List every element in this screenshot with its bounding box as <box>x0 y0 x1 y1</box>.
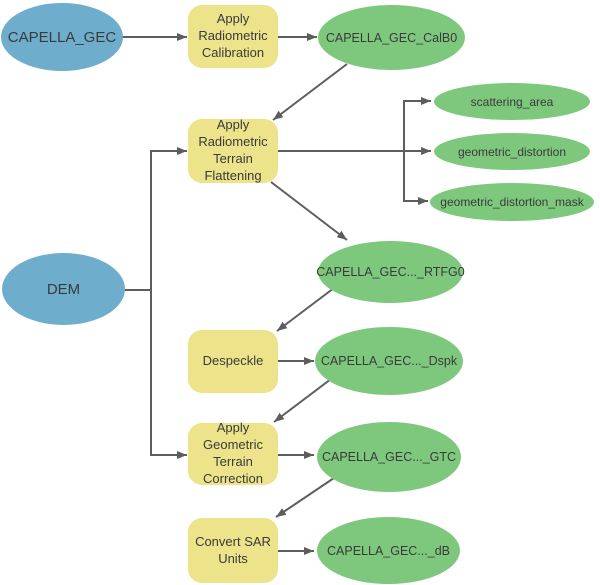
node-capella-gec-gtc-label: CAPELLA_GEC..._GTC <box>321 450 457 464</box>
edge-dspk-to-geocorrection <box>273 378 332 423</box>
node-apply-geometric-terrain-correction-label: Apply Geometric Terrain Correction <box>203 420 263 486</box>
node-capella-gec-gtc[interactable]: CAPELLA_GEC..._GTC <box>317 422 461 492</box>
node-apply-geometric-terrain-correction[interactable]: Apply Geometric Terrain Correction <box>188 420 278 486</box>
node-capella-gec-calb0[interactable]: CAPELLA_GEC_CalB0 <box>318 5 465 70</box>
edge-flattening-to-rtfg0 <box>270 181 348 241</box>
node-scattering-area-label: scattering_area <box>470 94 554 109</box>
node-geometric-distortion-mask[interactable]: geometric_distortion_mask <box>430 183 594 221</box>
node-capella-gec[interactable]: CAPELLA_GEC <box>1 3 123 71</box>
node-geometric-distortion-mask-label: geometric_distortion_mask <box>440 195 584 209</box>
node-apply-radiometric-terrain-flattening[interactable]: Apply Radiometric Terrain Flattening <box>188 117 278 183</box>
node-capella-gec-rtfg0[interactable]: CAPELLA_GEC..._RTFG0 <box>316 241 465 303</box>
node-capella-gec-label: CAPELLA_GEC <box>7 28 117 46</box>
node-capella-gec-db[interactable]: CAPELLA_GEC..._dB <box>317 517 460 584</box>
edge-calb0-to-flattening <box>272 63 348 121</box>
node-apply-radiometric-calibration[interactable]: Apply Radiometric Calibration <box>188 5 278 68</box>
node-apply-radiometric-terrain-flattening-label: Apply Radiometric Terrain Flattening <box>198 117 268 183</box>
node-scattering-area[interactable]: scattering_area <box>434 83 590 120</box>
edge-rtfg0-to-despeckle <box>276 287 335 332</box>
node-geometric-distortion-label: geometric_distortion <box>457 144 567 159</box>
node-capella-gec-calb0-label: CAPELLA_GEC_CalB0 <box>325 30 458 45</box>
node-capella-gec-dspk[interactable]: CAPELLA_GEC..._Dspk <box>315 327 463 395</box>
node-geometric-distortion[interactable]: geometric_distortion <box>434 133 590 170</box>
node-convert-sar-units[interactable]: Convert SAR Units <box>188 518 278 583</box>
node-despeckle[interactable]: Despeckle <box>188 330 278 393</box>
node-convert-sar-units-label: Convert SAR Units <box>195 533 271 566</box>
node-capella-gec-dspk-label: CAPELLA_GEC..._Dspk <box>320 354 458 368</box>
node-capella-gec-rtfg0-label: CAPELLA_GEC..._RTFG0 <box>316 265 465 279</box>
node-dem[interactable]: DEM <box>2 253 125 325</box>
node-despeckle-label: Despeckle <box>202 353 264 369</box>
node-dem-label: DEM <box>46 280 81 298</box>
node-capella-gec-db-label: CAPELLA_GEC..._dB <box>327 543 450 558</box>
edge-gtc-to-convert <box>275 477 335 518</box>
node-apply-radiometric-calibration-label: Apply Radiometric Calibration <box>198 11 268 60</box>
